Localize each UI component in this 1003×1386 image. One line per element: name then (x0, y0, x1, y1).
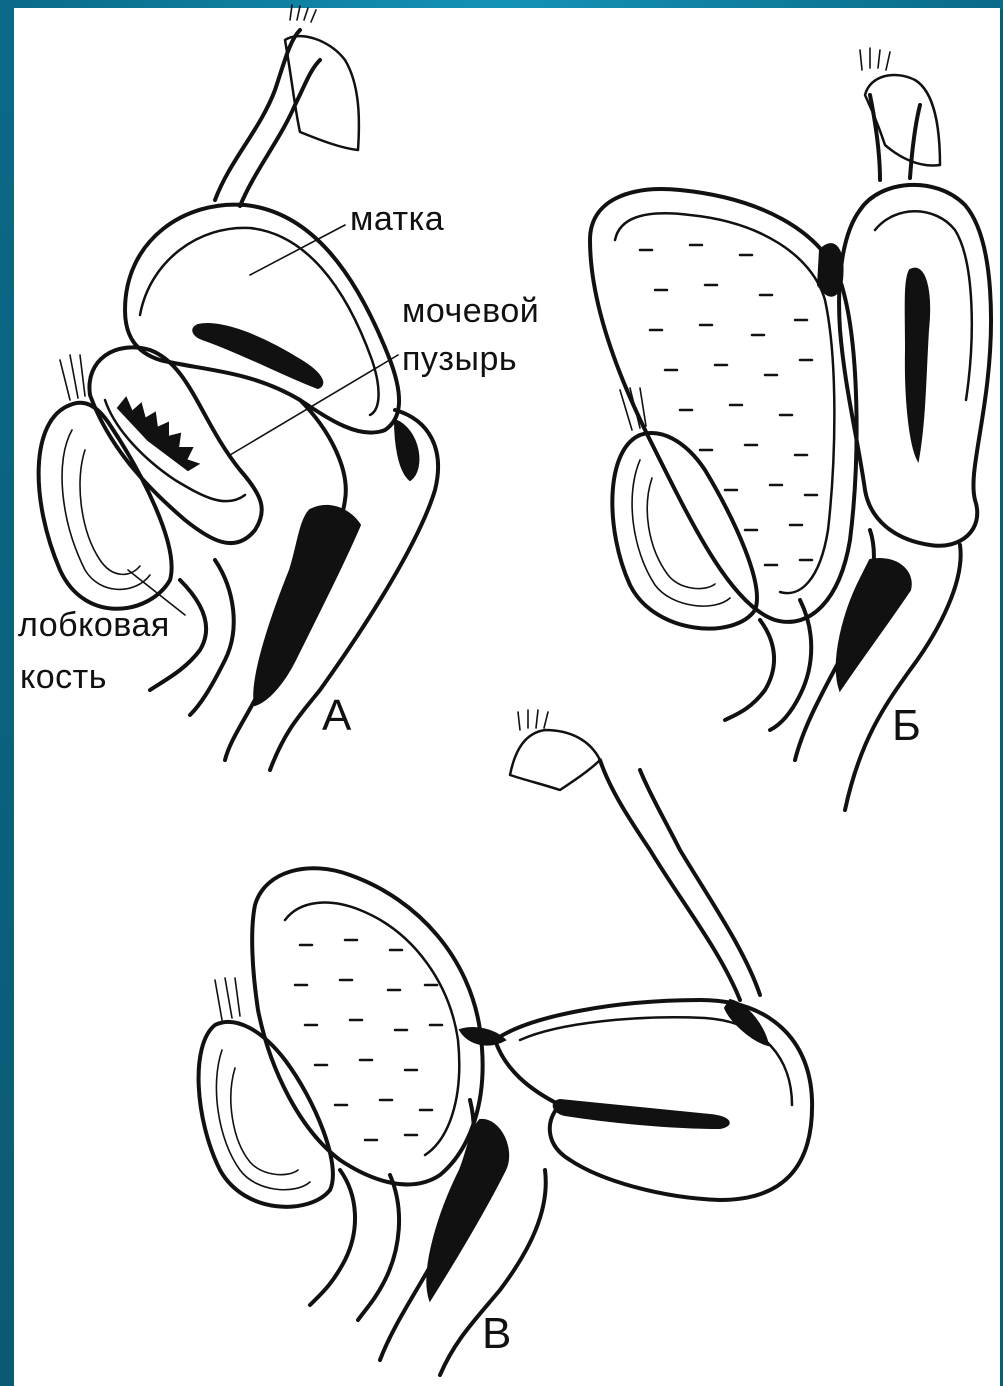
leader-uterus (250, 225, 345, 275)
fallopian-tube-a (215, 5, 359, 206)
label-bladder-line2: пузырь (402, 340, 517, 378)
fallopian-tube-b (860, 48, 940, 180)
label-uterus: матка (350, 200, 444, 238)
label-pubic-bone-line2: кость (20, 658, 107, 696)
pubic-bone-a (39, 355, 172, 609)
panel-a-letter: А (322, 692, 351, 740)
fallopian-tube-c (510, 710, 760, 1000)
front-wall-b (725, 620, 774, 720)
label-pubic-bone-line1: лобковая (18, 606, 170, 644)
urethra-c (358, 1175, 399, 1320)
urine-c (295, 940, 442, 1140)
urethra-a (190, 560, 234, 715)
front-wall-c (310, 1170, 355, 1305)
label-bladder-line1: мочевой (402, 292, 539, 330)
panel-c-drawing (199, 710, 813, 1375)
panel-a-drawing (39, 5, 438, 770)
bladder-c (252, 868, 482, 1184)
uterus-a (125, 205, 438, 770)
pubic-bone-c (199, 978, 333, 1207)
bladder-b (590, 189, 857, 622)
panel-b-letter: Б (892, 702, 921, 750)
panel-b-drawing (590, 48, 991, 810)
uterus-c (380, 1000, 812, 1375)
panel-c-letter: В (482, 1310, 511, 1358)
